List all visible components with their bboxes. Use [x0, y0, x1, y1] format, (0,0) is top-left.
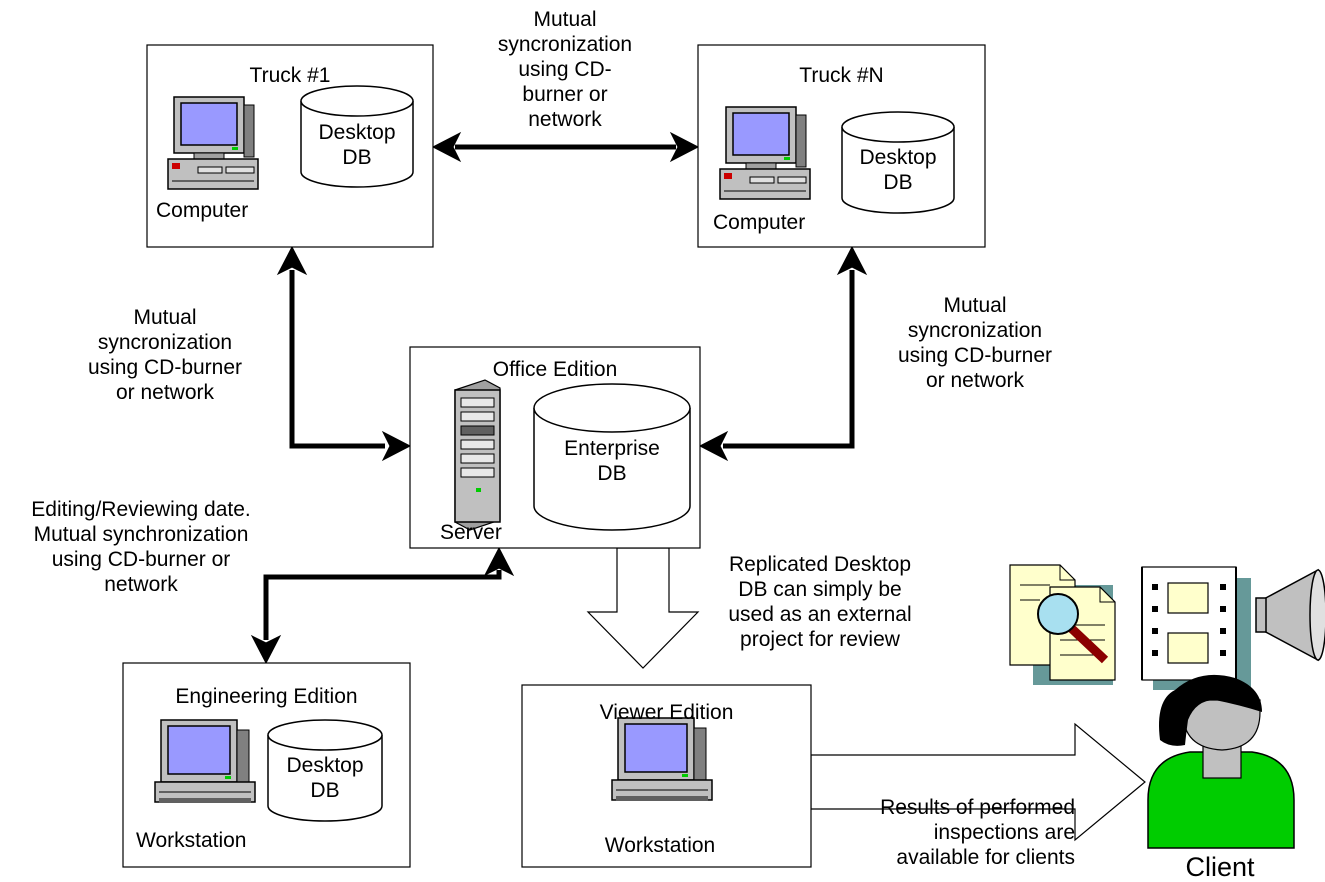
editing-note: Editing/Reviewing date. Mutual synchroni… — [31, 498, 251, 596]
truck1-db-label: Desktop DB — [318, 121, 396, 169]
office-db-label: Enterprise DB — [564, 437, 660, 485]
client-person-icon — [1147, 674, 1295, 849]
arrow-head-right — [669, 131, 700, 163]
replication-arrow — [586, 547, 700, 669]
viewer-title: Viewer Edition — [599, 701, 734, 724]
sync-note-top: Mutual syncronization using CD- burner o… — [497, 8, 633, 131]
truckN-db-label: Desktop DB — [859, 146, 937, 194]
truck1-db-icon — [300, 85, 414, 188]
speaker-icon — [1255, 568, 1325, 662]
engineering-db-label: Desktop DB — [286, 754, 364, 802]
results-arrow — [810, 722, 1146, 842]
engineering-title: Engineering Edition — [175, 685, 358, 708]
results-note: Results of performed inspections are ava… — [880, 796, 1075, 869]
engineering-db-icon — [267, 719, 383, 822]
viewer-workstation-label: Workstation — [604, 834, 716, 857]
sync-note-left: Mutual syncronization using CD-burner or… — [87, 306, 243, 404]
truckN-computer-label: Computer — [713, 211, 806, 234]
document-search-icon — [1009, 564, 1116, 685]
server-icon — [454, 379, 501, 531]
client-label: Client — [1185, 852, 1255, 882]
engineering-workstation-icon — [154, 719, 256, 804]
film-strip-icon — [1141, 566, 1251, 690]
sync-note-right: Mutual syncronization using CD-burner or… — [897, 294, 1053, 392]
arrow-head-left — [431, 131, 462, 163]
office-db-icon — [533, 383, 691, 531]
engineering-workstation-label: Workstation — [136, 829, 247, 852]
sync-arrows — [250, 131, 868, 665]
truckN-computer-icon — [719, 106, 811, 200]
truck1-title: Truck #1 — [249, 64, 331, 87]
viewer-workstation-icon — [611, 717, 713, 802]
replicated-note: Replicated Desktop DB can simply be used… — [728, 553, 912, 651]
office-title: Office Edition — [492, 358, 618, 381]
truckN-db-icon — [841, 111, 955, 214]
server-label: Server — [440, 521, 502, 544]
truck1-computer-icon — [167, 96, 259, 190]
truck1-computer-label: Computer — [156, 199, 249, 222]
truckN-title: Truck #N — [799, 64, 884, 87]
